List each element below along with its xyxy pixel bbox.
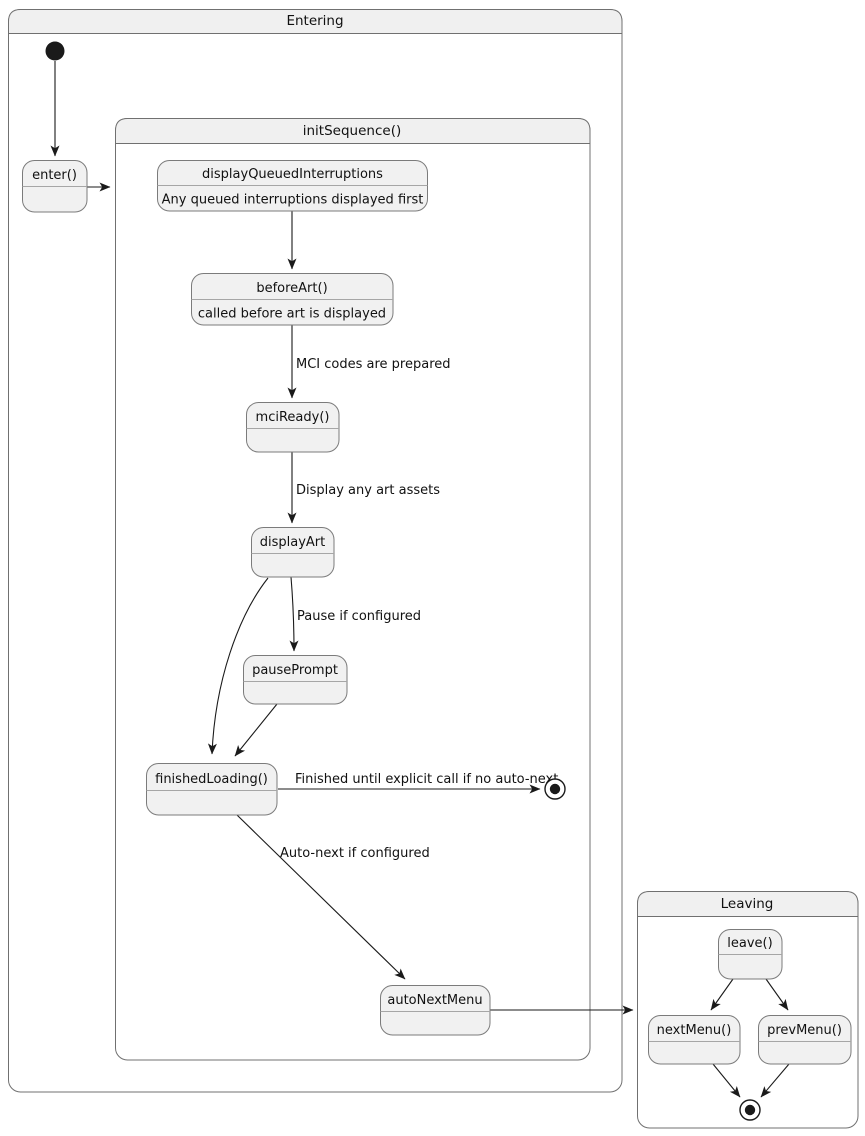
state-mci-ready-box	[246, 402, 340, 453]
initial-state-icon	[45, 41, 65, 61]
container-init-sequence-titlebar	[115, 118, 591, 144]
state-pause-prompt-title: pausePrompt	[252, 663, 338, 678]
state-display-art: displayArt	[251, 527, 335, 578]
container-leaving-body	[637, 891, 859, 1129]
state-next-menu-title: nextMenu()	[657, 1023, 732, 1038]
state-dqi-description: Any queued interruptions displayed first	[162, 193, 424, 208]
final-state-inner-dot	[549, 783, 561, 795]
state-prev-menu: prevMenu()	[758, 1015, 852, 1065]
edge-prev-menu-to-final	[760, 1063, 790, 1098]
state-auto-next-menu: autoNextMenu	[380, 985, 491, 1036]
final-state-icon-init-sequence	[544, 778, 566, 800]
state-mci-ready: mciReady()	[246, 402, 340, 453]
edge-display-art-to-finished-loading	[207, 577, 269, 755]
state-leave-title: leave()	[727, 936, 772, 951]
state-enter: enter()	[22, 160, 88, 213]
edge-pause-prompt-to-finished-loading	[234, 703, 278, 757]
container-leaving-titlebar	[637, 891, 859, 917]
edge-labels: MCI codes are prepared Display any art a…	[280, 357, 558, 861]
edge-next-menu-to-final	[712, 1063, 741, 1098]
edge-display-art-to-pause-prompt	[289, 576, 299, 652]
state-leave: leave()	[718, 929, 783, 980]
final-state-icon-leaving	[739, 1099, 761, 1121]
state-display-art-title: displayArt	[260, 535, 326, 550]
state-enter-title: enter()	[32, 168, 77, 183]
state-finished-loading-box	[146, 763, 278, 816]
container-entering-title: Entering	[286, 13, 343, 29]
state-finished-loading: finishedLoading()	[146, 763, 278, 816]
edge-finished-loading-to-auto-next-menu	[236, 814, 406, 980]
state-prev-menu-title: prevMenu()	[767, 1023, 842, 1038]
state-pause-prompt: pausePrompt	[243, 655, 348, 705]
state-before-art-description: called before art is displayed	[198, 307, 386, 322]
final-state-inner-dot	[744, 1104, 756, 1116]
container-init-sequence-title: initSequence()	[303, 123, 401, 139]
state-auto-next-menu-box	[380, 985, 491, 1036]
state-finished-loading-title: finishedLoading()	[155, 772, 268, 787]
container-entering-titlebar	[8, 9, 623, 34]
state-prev-menu-box	[758, 1015, 852, 1065]
state-display-queued-interruptions: displayQueuedInterruptions Any queued in…	[157, 160, 428, 212]
edge-label-auto-next: Auto-next if configured	[280, 846, 430, 861]
state-mci-ready-title: mciReady()	[256, 410, 330, 425]
edges	[50, 61, 790, 1098]
state-before-art: beforeArt() called before art is display…	[191, 273, 394, 326]
state-next-menu: nextMenu()	[648, 1015, 741, 1065]
container-init-sequence: initSequence()	[115, 118, 591, 1061]
container-leaving-title: Leaving	[721, 896, 774, 912]
edge-label-display-art-assets: Display any art assets	[296, 483, 440, 498]
state-auto-next-menu-title: autoNextMenu	[387, 993, 482, 1008]
container-leaving: Leaving	[637, 891, 859, 1129]
state-pause-prompt-box	[243, 655, 348, 705]
state-display-art-box	[251, 527, 335, 578]
edge-leave-to-next-menu	[710, 978, 734, 1011]
edge-label-pause-if-configured: Pause if configured	[297, 609, 421, 624]
state-before-art-title: beforeArt()	[256, 281, 327, 296]
state-next-menu-box	[648, 1015, 741, 1065]
edge-leave-to-prev-menu	[765, 978, 789, 1011]
container-init-sequence-body	[115, 118, 591, 1061]
edge-label-finished-until: Finished until explicit call if no auto-…	[295, 772, 558, 787]
state-dqi-title: displayQueuedInterruptions	[202, 167, 383, 182]
edge-label-mci-codes: MCI codes are prepared	[296, 357, 451, 372]
